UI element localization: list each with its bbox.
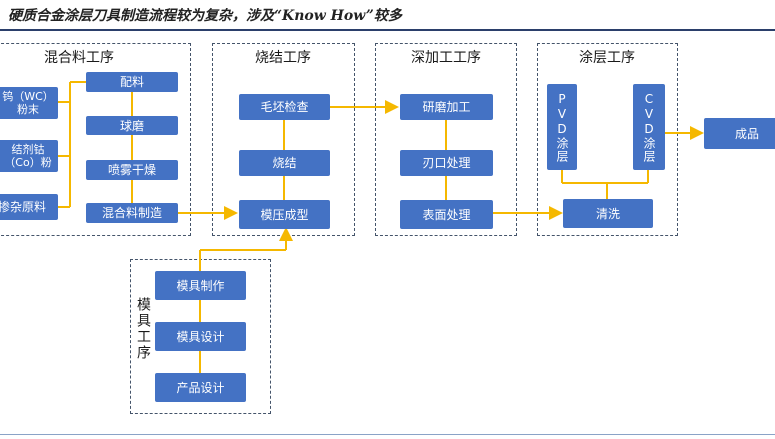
step-mold-design: 模具设计: [155, 322, 246, 351]
step-compression-molding: 模压成型: [239, 200, 330, 229]
figure-title: 硬质合金涂层刀具制造流程较为复杂，涉及“Know How”较多: [8, 8, 402, 24]
step-edge-treatment: 刃口处理: [400, 150, 493, 176]
step-surface-treatment: 表面处理: [400, 200, 493, 229]
product-box: 成品: [704, 118, 775, 149]
step-cvd-coating: CVD涂层: [633, 84, 665, 170]
stage-mold-label: 模具工序: [135, 297, 151, 361]
stage-deep-label: 深加工工序: [411, 50, 481, 66]
step-product-design: 产品设计: [155, 373, 246, 402]
top-rule: [0, 29, 775, 31]
stage-coating: [537, 43, 678, 236]
step-cleaning: 清洗: [563, 199, 653, 228]
stage-mixing: [0, 43, 191, 236]
stage-coating-label: 涂层工序: [579, 50, 635, 66]
stage-deep: [375, 43, 517, 236]
step-blank-inspection: 毛坯检查: [239, 94, 330, 120]
bottom-rule: [0, 434, 775, 435]
stage-sintering-label: 烧结工序: [255, 50, 311, 66]
step-spray-drying: 喷雾干燥: [86, 160, 178, 180]
step-batching: 配料: [86, 72, 178, 92]
step-ball-milling: 球磨: [86, 116, 178, 135]
step-mixture-making: 混合料制造: [86, 203, 178, 223]
step-sintering: 烧结: [239, 150, 330, 176]
input-tungsten-powder: 钨（WC）粉末: [0, 87, 58, 119]
input-dopant: 掺杂原料: [0, 194, 58, 220]
stage-mixing-label: 混合料工序: [44, 50, 114, 66]
step-mold-making: 模具制作: [155, 271, 246, 300]
input-cobalt-powder: 结剂钴（Co）粉: [0, 140, 58, 172]
step-pvd-coating: PVD涂层: [547, 84, 577, 170]
step-grinding: 研磨加工: [400, 94, 493, 120]
